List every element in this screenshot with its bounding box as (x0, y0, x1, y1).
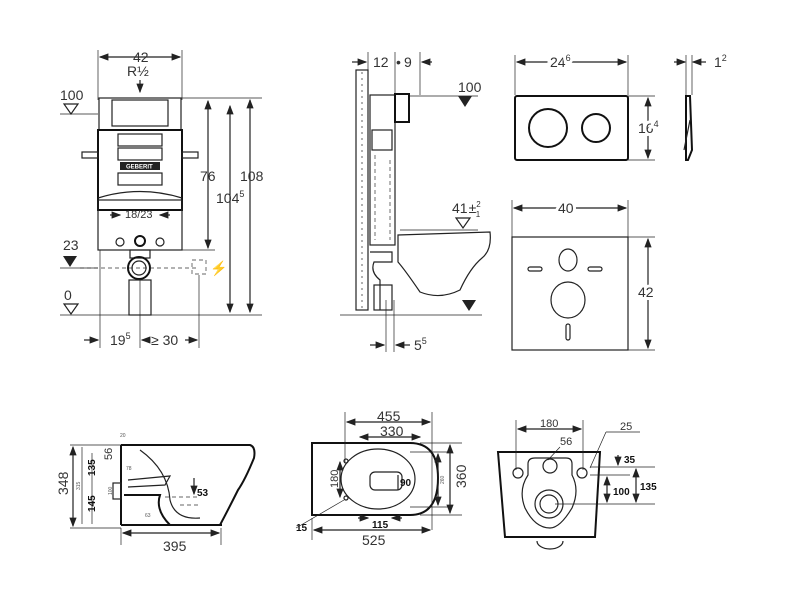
dim-395: 395 (163, 538, 187, 554)
dim-104-5: 1045 (216, 189, 244, 206)
dim-348: 348 (55, 471, 71, 495)
dim-100: 100 (108, 486, 114, 495)
dim-145: 145 (87, 495, 98, 512)
brand-logo (120, 162, 160, 170)
level-100-side: 100 (458, 79, 482, 95)
dim-315: 315 (76, 481, 82, 490)
level-marker-icon (62, 103, 80, 116)
flush-button-large (528, 108, 568, 148)
dim-525: 525 (362, 532, 386, 548)
level-marker-filled-icon (63, 256, 77, 267)
svg-text:GEBERIT: GEBERIT (126, 165, 153, 171)
dim-78: 78 (126, 466, 132, 472)
sound-insulation-pad: 40 42 (511, 197, 657, 351)
dim-108: 108 (240, 168, 264, 184)
dim-min-30: ≥ 30 (151, 332, 178, 348)
dim-25: 25 (620, 421, 632, 433)
dim-100-back: 100 (613, 487, 630, 498)
dim-thread: R½ (127, 63, 149, 79)
bowl-side-view: 348 315 135 145 56 20 78 100 63 53 395 (55, 433, 256, 554)
dim-455: 455 (377, 408, 401, 424)
dim-12: 12 (373, 54, 389, 70)
level-0: 0 (64, 287, 72, 303)
dim-56: 56 (103, 448, 115, 460)
dim-330: 330 (380, 423, 404, 439)
dim-35: 35 (624, 455, 636, 466)
dim-spacing: 18/23 (125, 209, 153, 221)
dim-90: 90 (400, 478, 412, 489)
dim-15: 15 (296, 523, 308, 534)
dim-135: 135 (87, 459, 98, 476)
dim-42: 42 (638, 284, 654, 300)
bowl-top-view: 455 330 180 90 260 360 15 115 525 (295, 408, 469, 548)
dim-260: 260 (440, 475, 446, 484)
dim-180: 180 (329, 470, 341, 488)
dim-63: 63 (145, 513, 151, 519)
dim-360: 360 (453, 464, 469, 488)
dim-40: 40 (558, 200, 574, 216)
level-marker-icon (454, 217, 472, 230)
level-marker-icon (62, 303, 80, 316)
flush-plate-side: 12 (674, 53, 727, 161)
dim-19-5: 195 (110, 331, 131, 348)
frame-front-view: 42 R½ GEBERIT 18/23 ⚡ 100 23 0 76 (60, 49, 264, 348)
dim-56-back: 56 (560, 436, 572, 448)
dim-135-back: 135 (640, 482, 657, 493)
dim-9: 9 (404, 54, 412, 70)
level-marker-filled-icon (462, 300, 476, 311)
dim-53: 53 (197, 488, 209, 499)
dim-16-4: 164 (638, 119, 659, 136)
flush-button-small (581, 113, 611, 143)
dim-115: 115 (372, 520, 389, 531)
bowl-back-view: 180 56 25 35 100 135 (496, 418, 657, 550)
dim-180-back: 180 (540, 418, 558, 430)
dim-1-2: 12 (714, 53, 727, 70)
dim-5-5: 55 (414, 336, 427, 353)
dim-24-6: 246 (550, 53, 571, 70)
dim-20: 20 (120, 433, 126, 439)
dim-separator: • (396, 54, 401, 70)
power-icon: ⚡ (210, 260, 227, 277)
level-marker-filled-icon (458, 96, 472, 107)
flush-plate-front: 246 164 (514, 50, 662, 161)
dim-76: 76 (200, 168, 216, 184)
level-100: 100 (60, 87, 84, 103)
level-23: 23 (63, 237, 79, 253)
dim-width: 42 (133, 49, 149, 65)
